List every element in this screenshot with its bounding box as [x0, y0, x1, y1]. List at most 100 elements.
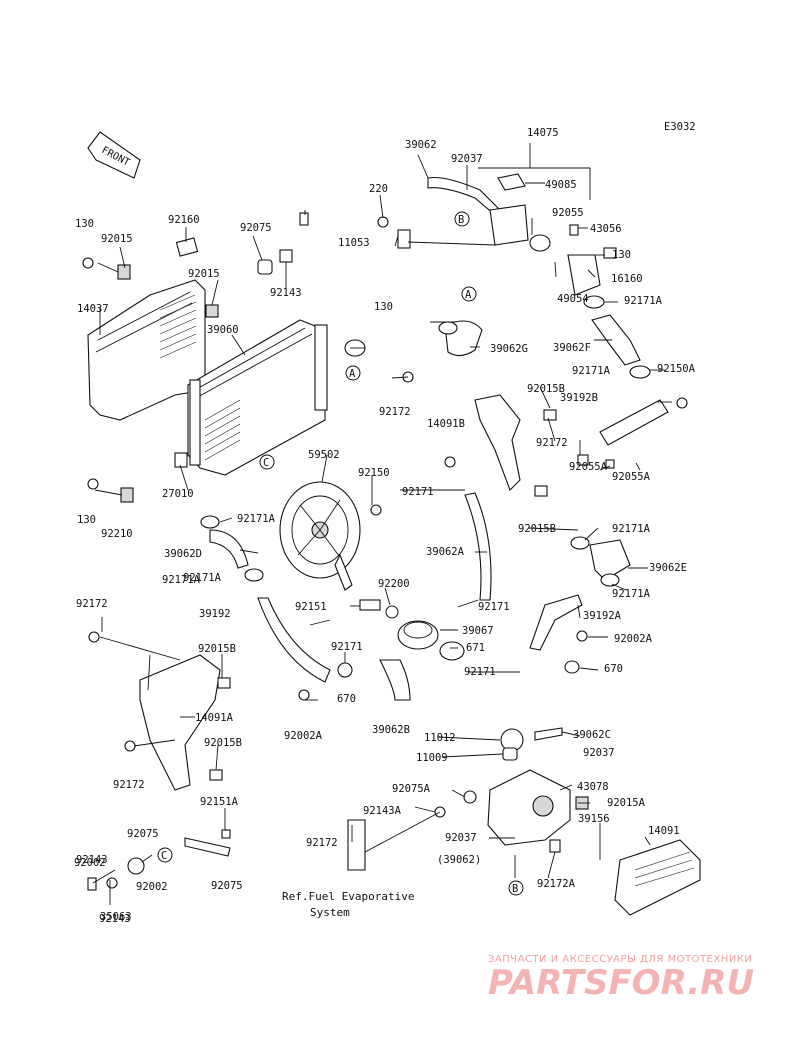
part-labels: 1407539062920374908522092055430561105313…: [74, 127, 696, 925]
part-number-label: 43078: [577, 781, 609, 793]
part-number-label: 92015A: [607, 797, 646, 809]
grommet-92075: [257, 259, 273, 275]
clip-92210: [120, 487, 134, 503]
part-number-label: 39192: [199, 608, 231, 620]
part-number-label: 39062B: [372, 724, 410, 736]
part-number-label: 92055A: [569, 461, 608, 473]
svg-text:A: A: [465, 289, 472, 301]
front-arrow-icon: FRONT: [87, 131, 141, 179]
part-number-label: 92171: [331, 641, 363, 653]
part-number-label: 92200: [378, 578, 410, 590]
bolt-92002a-b-icon: [576, 630, 588, 642]
clamp-92171a-f: [629, 365, 651, 379]
bolt-92002: [299, 212, 309, 226]
part-number-label: 92171A: [624, 295, 663, 307]
part-number-label: 27010: [162, 488, 194, 500]
bolt-92172-d-icon: [444, 456, 456, 468]
part-number-label: 49054: [557, 293, 589, 305]
part-number-label: 16160: [611, 273, 643, 285]
bolt-220-icon: [377, 216, 389, 228]
bolt-92151a: [221, 829, 231, 839]
part-number-label: 39192A: [583, 610, 622, 622]
pipe-39192b: [599, 399, 669, 446]
bolt-92002a-icon: [298, 689, 310, 701]
oring-671: [439, 641, 465, 661]
leader-lines: [92, 143, 672, 905]
part-number-label: 92143A: [363, 805, 402, 817]
part-number-label: 92015: [188, 268, 220, 280]
lever-35063: [184, 837, 231, 857]
part-number-label: 220: [369, 183, 388, 195]
hose-39062c: [534, 727, 563, 741]
part-number-label: 49085: [545, 179, 577, 191]
collar-92055a: [577, 454, 589, 466]
oil-cooler-39067: [397, 620, 439, 650]
part-number-label: 92143: [99, 913, 131, 925]
part-number-label: 92015B: [527, 383, 565, 395]
bolt-92172-icon: [88, 631, 100, 643]
part-number-label: 92075: [127, 828, 159, 840]
part-number-label: 92172: [536, 437, 568, 449]
radiator-39060: [187, 319, 328, 476]
bolt-92172b-icon: [124, 740, 136, 752]
guard-14091: [614, 839, 701, 916]
part-number-label: 11053: [338, 237, 370, 249]
bracket-14091b: [474, 394, 521, 491]
part-number-label: 39062D: [164, 548, 202, 560]
part-number-label: 92055A: [612, 471, 651, 483]
part-number-label: 92171: [402, 486, 434, 498]
part-number-label: 92172: [379, 406, 411, 418]
part-number-label: 14037: [77, 303, 109, 315]
part-number-label: 92075A: [392, 783, 431, 795]
part-number-label: 92015: [101, 233, 133, 245]
bolt-92150a-icon: [676, 397, 688, 409]
watermark-logo: PARTSFOR.RU: [488, 963, 754, 1003]
part-number-label: 14075: [527, 127, 559, 139]
callout-c-1: C: [259, 454, 275, 470]
part-number-label: 92171A: [162, 574, 201, 586]
callout-b-1: B: [454, 211, 470, 227]
clip-92015: [117, 264, 131, 280]
svg-text:B: B: [458, 214, 464, 226]
svg-text:B: B: [512, 883, 518, 895]
part-number-label: 92160: [168, 214, 200, 226]
hose-39062d: [209, 529, 249, 569]
bolt-92150-icon: [370, 504, 382, 516]
bolt-92002-b: [87, 877, 97, 891]
part-number-label: 92171A: [612, 588, 651, 600]
callout-b-2: B: [508, 880, 524, 896]
hose-39192: [257, 597, 331, 683]
part-number-label: 92002: [136, 881, 168, 893]
clamp-92171a-h: [600, 573, 620, 587]
part-number-label: 671: [466, 642, 485, 654]
part-number-label: 92037: [445, 832, 477, 844]
hose-39062f: [591, 314, 641, 366]
part-number-label: 59502: [308, 449, 340, 461]
svg-text:C: C: [161, 850, 167, 862]
clamp-92171a-b: [244, 568, 264, 582]
collar-92143-b: [106, 877, 118, 889]
part-number-label: 130: [374, 301, 393, 313]
part-number-label: 92171: [478, 601, 510, 613]
part-number-label: 92075: [211, 880, 243, 892]
pipe-39192a: [529, 594, 583, 651]
part-number-label: 92015B: [518, 523, 556, 535]
part-number-label: 92002: [74, 857, 106, 869]
svg-text:A: A: [349, 368, 356, 380]
bolt-92172a: [549, 839, 561, 853]
diagram-code: E3032: [664, 121, 696, 133]
bolt-130-icon: [82, 257, 94, 269]
bracket-92160: [175, 237, 199, 257]
part-number-label: 11009: [416, 752, 448, 764]
bracket-11053: [397, 229, 411, 249]
part-number-label: 92037: [451, 153, 483, 165]
clamp-92171a: [200, 515, 220, 529]
callout-a-1: A: [345, 365, 361, 381]
part-number-label: 39060: [207, 324, 239, 336]
hose-39062e: [589, 539, 631, 581]
part-number-label: 130: [75, 218, 94, 230]
part-number-label: 92055: [552, 207, 584, 219]
collar-92143: [279, 249, 293, 263]
